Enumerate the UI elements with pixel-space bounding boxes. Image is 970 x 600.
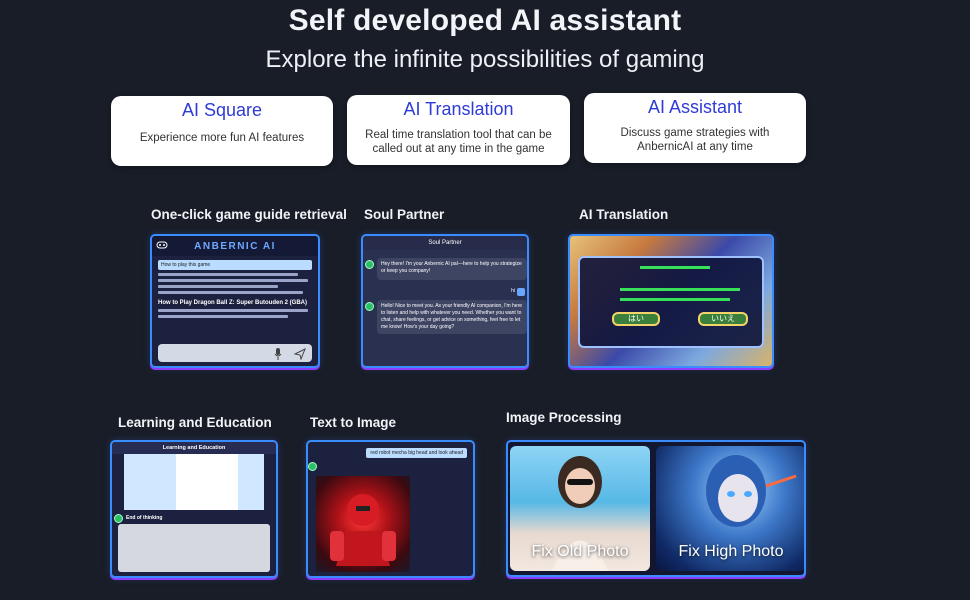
section-label-learning: Learning and Education [118, 415, 272, 430]
text-line [158, 309, 308, 312]
guide-header: ANBERNIC AI [152, 236, 318, 256]
translation-no-button[interactable]: いいえ [698, 312, 748, 326]
text-line [158, 291, 303, 294]
section-label-soul: Soul Partner [364, 207, 445, 222]
section-label-translation: AI Translation [579, 207, 669, 222]
bot-avatar-icon [365, 302, 374, 311]
page-title: Self developed AI assistant [288, 4, 682, 37]
prompt-bubble: red robot mecha big head and look ahead [366, 448, 467, 458]
user-message: hi [511, 288, 515, 294]
photo-old: Fix Old Photo [510, 446, 650, 571]
feature-desc: Discuss game strategies with AnbernicAI … [620, 127, 770, 153]
guide-heading: How to Play Dragon Ball Z: Super Butoude… [158, 300, 308, 306]
chat-bubble-bot: Hey there! I'm your Anbernic AI pal—here… [377, 258, 527, 280]
game-dialog: はい いいえ [578, 256, 764, 348]
gamepad-icon [156, 239, 168, 251]
feature-title: AI Translation [403, 99, 514, 119]
text-line [158, 315, 288, 318]
soul-header: Soul Partner [363, 236, 527, 250]
photo-old-label: Fix Old Photo [531, 543, 629, 560]
send-icon[interactable] [293, 347, 306, 361]
section-label-guide: One-click game guide retrieval [151, 207, 347, 222]
answer-box [118, 524, 270, 572]
microphone-icon[interactable] [274, 347, 282, 360]
user-avatar-icon [517, 288, 525, 296]
feature-title: AI Square [181, 100, 263, 120]
soul-partner-panel: Soul Partner Hey there! I'm your Anberni… [361, 234, 529, 368]
translation-yes-button[interactable]: はい [612, 312, 660, 326]
worksheet-image [124, 454, 264, 510]
photo-high-label: Fix High Photo [678, 543, 784, 560]
text-line [158, 273, 298, 276]
text-to-image-panel: red robot mecha big head and look ahead [306, 440, 475, 578]
text-line [158, 279, 308, 282]
section-label-t2i: Text to Image [310, 415, 397, 430]
text-line [158, 285, 278, 288]
feature-card-ai-square: AI Square Experience more fun AI feature… [111, 96, 333, 166]
feature-desc: Experience more fun AI features [139, 132, 305, 144]
anbernic-ai-logo: ANBERNIC AI [194, 240, 276, 252]
learning-header: Learning and Education [112, 442, 276, 454]
ocr-text-line [620, 288, 740, 291]
bot-avatar-icon [365, 260, 374, 269]
ocr-text-line [640, 266, 710, 269]
photo-high: Fix High Photo [656, 446, 804, 571]
feature-desc: Real time translation tool that can be c… [365, 129, 552, 155]
guide-input-bar[interactable] [158, 344, 312, 362]
guide-panel: ANBERNIC AI How to play this game How to… [150, 234, 320, 368]
page-subtitle: Explore the infinite possibilities of ga… [265, 46, 705, 73]
image-processing-panel: Fix Old Photo Fix High Photo [506, 440, 806, 577]
bot-avatar-icon [308, 462, 317, 471]
section-label-imgproc: Image Processing [506, 410, 622, 425]
learning-panel: Learning and Education End of thinking [110, 440, 278, 578]
thinking-label: End of thinking [126, 515, 163, 521]
feature-title: AI Assistant [647, 97, 743, 117]
feature-card-ai-assistant: AI Assistant Discuss game strategies wit… [584, 93, 806, 163]
translation-panel: はい いいえ [568, 234, 774, 368]
feature-card-ai-translation: AI Translation Real time translation too… [347, 95, 570, 165]
chat-bubble-bot: Hello! Nice to meet you. As your friendl… [377, 300, 527, 334]
ocr-text-line [620, 298, 730, 301]
generated-robot-image [316, 476, 410, 572]
bot-avatar-icon [114, 514, 123, 523]
worksheet-paper [176, 454, 238, 510]
guide-question: How to play this game [158, 260, 312, 270]
